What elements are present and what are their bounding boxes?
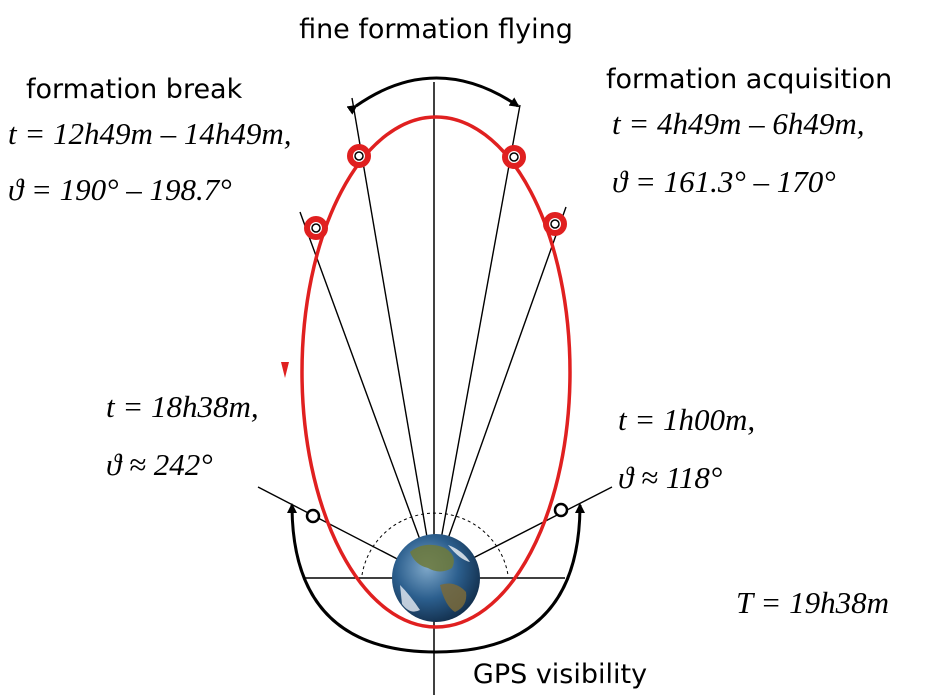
gps-entry-time: t = 1h00m, — [618, 402, 755, 437]
radial-line-break-lower — [299, 211, 435, 579]
label-formation-break: formation break — [26, 74, 243, 105]
gps-exit-anomaly: ϑ ≈ 242° — [106, 447, 213, 482]
label-gps-visibility: GPS visibility — [473, 659, 647, 690]
label-formation-acquisition: formation acquisition — [606, 64, 892, 95]
radial-line-break-upper — [351, 97, 435, 579]
orbit-markers-large — [304, 144, 567, 240]
marker-gps-exit — [305, 508, 321, 524]
formation-acquisition-anomaly: ϑ = 161.3° – 170° — [612, 164, 836, 199]
orbit-direction-arrow-icon — [281, 362, 289, 378]
gps-visibility-arc-right-icon — [435, 503, 585, 654]
earth-icon — [392, 534, 480, 622]
formation-break-anomaly: ϑ = 190° – 198.7° — [8, 172, 232, 207]
dashed-visibility-arc — [361, 512, 509, 576]
fine-formation-arrow-icon — [346, 76, 520, 115]
orbit-ellipse — [300, 115, 572, 629]
gps-exit-time: t = 18h38m, — [106, 389, 259, 424]
radial-line-acq-upper — [433, 104, 521, 579]
gps-entry-anomaly: ϑ ≈ 118° — [618, 460, 722, 495]
formation-acquisition-time: t = 4h49m – 6h49m, — [612, 106, 865, 141]
radial-line-acq-lower — [433, 206, 567, 579]
orbital-period: T = 19h38m — [736, 585, 889, 620]
radial-lines — [257, 97, 613, 579]
formation-break-time: t = 12h49m – 14h49m, — [8, 116, 292, 151]
label-fine-formation-flying: fine formation flying — [299, 14, 573, 45]
gps-visibility-arc-left-icon — [287, 503, 437, 654]
marker-gps-entry — [553, 502, 569, 518]
